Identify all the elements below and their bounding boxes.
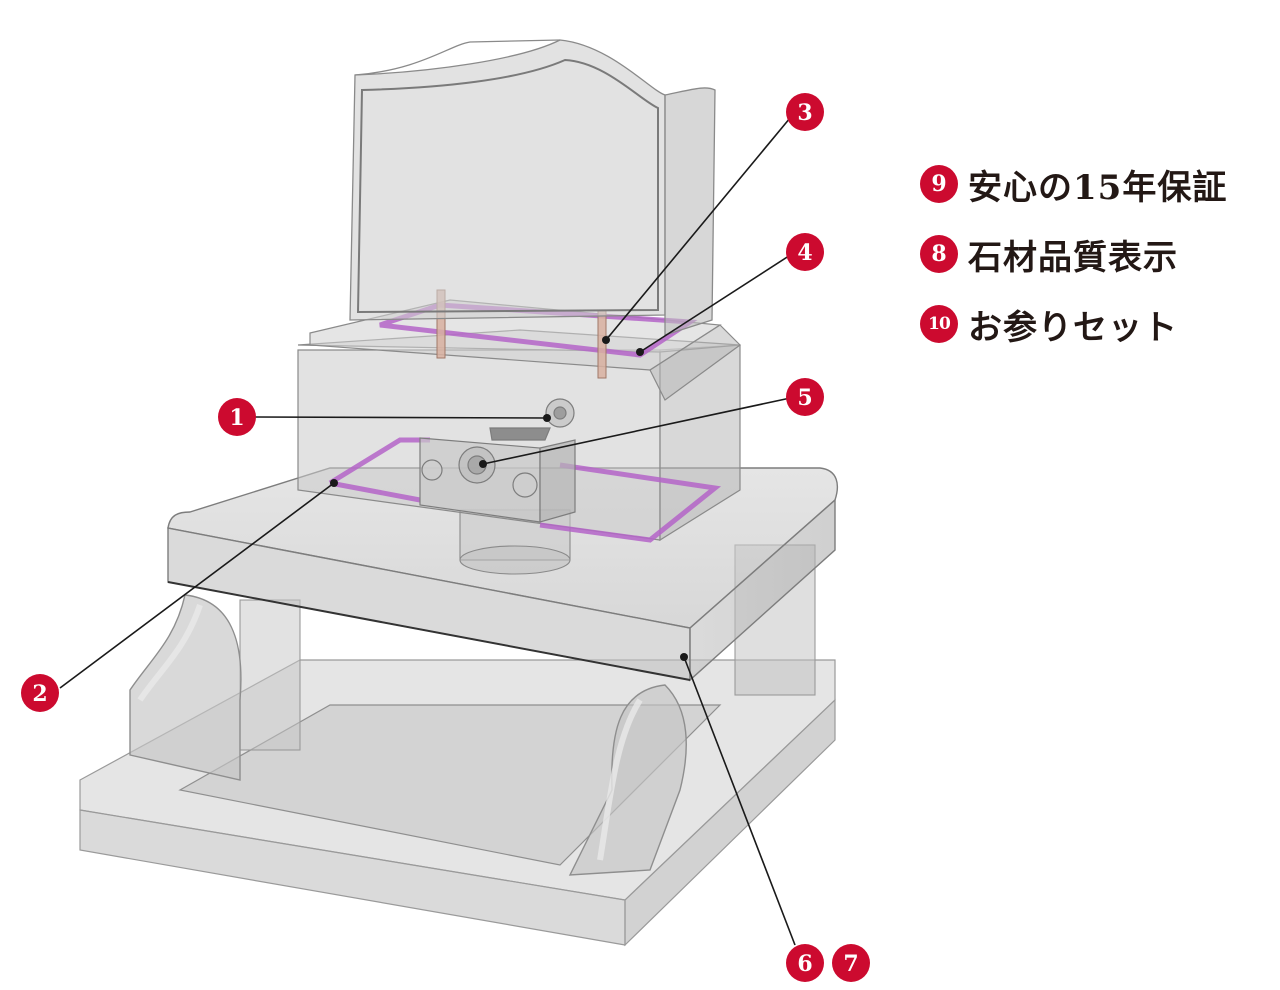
legend-badge-9: 9 — [920, 165, 958, 203]
leader-dots — [330, 336, 688, 661]
callout-4-badge: 4 — [786, 233, 824, 271]
callout-3-badge: 3 — [786, 93, 824, 131]
front-left-leg — [129, 594, 242, 781]
legend-label-visit-set: お参りセット — [968, 307, 1178, 348]
callout-5-label: 5 — [797, 385, 812, 411]
vase-holder — [419, 398, 576, 523]
legend-item-quality: 8 石材品質表示 — [920, 230, 1227, 278]
callout-2-badge: 2 — [21, 674, 59, 712]
legend-label-quality: 石材品質表示 — [968, 237, 1178, 278]
callout-5-badge: 5 — [786, 378, 824, 416]
callout-7-label: 7 — [843, 951, 858, 977]
leader-lines — [59, 111, 796, 946]
legend-badge-8: 8 — [920, 235, 958, 273]
legend-item-warranty: 9 安心の15年保証 — [920, 160, 1227, 208]
callout-1-label: 1 — [229, 405, 244, 431]
legend-item-visit-set: 10 お参りセット — [920, 300, 1227, 348]
callout-2-label: 2 — [32, 681, 47, 707]
callout-7-badge: 7 — [832, 944, 870, 982]
upright-stone — [349, 39, 716, 336]
legend-label-warranty: 安心の15年保証 — [968, 167, 1228, 208]
legend-badge-10: 10 — [920, 305, 958, 343]
front-right-leg — [568, 684, 687, 876]
feature-legend: 9 安心の15年保証 8 石材品質表示 10 お参りセット — [920, 160, 1227, 370]
pedestal — [459, 509, 571, 575]
callout-6-badge: 6 — [786, 944, 824, 982]
callout-4-label: 4 — [797, 240, 812, 266]
callout-1-badge: 1 — [218, 398, 256, 436]
callout-3-label: 3 — [797, 100, 812, 126]
callout-6-label: 6 — [797, 951, 812, 977]
